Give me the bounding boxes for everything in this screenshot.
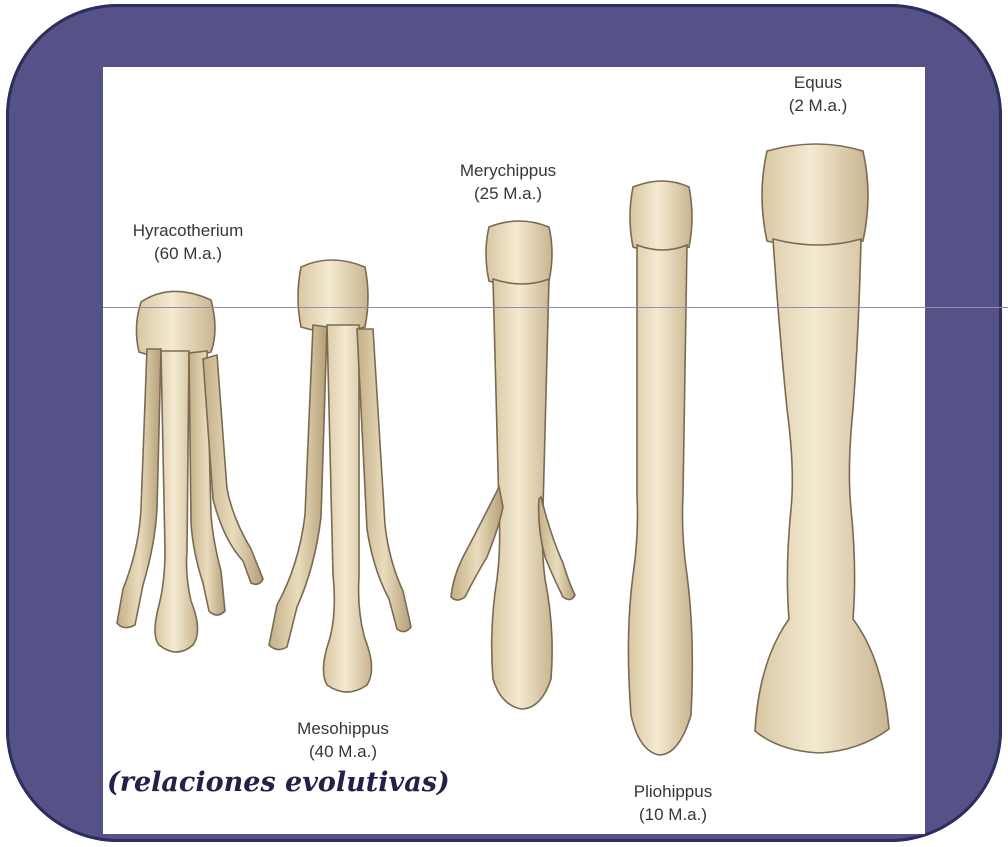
figure-panel: Hyracotherium (60 M.a.) Mesohippus (40 M…: [103, 67, 925, 834]
specimen-name: Merychippus: [428, 159, 588, 182]
specimen-name: Equus: [753, 71, 883, 94]
specimen-age: (10 M.a.): [598, 803, 748, 826]
hyracotherium-label: Hyracotherium (60 M.a.): [103, 219, 283, 265]
toe-4: [357, 329, 411, 632]
guide-line: [103, 307, 1008, 308]
caption: (relaciones evolutivas): [107, 767, 450, 798]
pliohippus-label: Pliohippus (10 M.a.): [598, 780, 748, 826]
mesohippus-foot: [269, 260, 411, 692]
specimen-name: Hyracotherium: [103, 219, 283, 242]
carpal-block: [486, 221, 552, 286]
specimen-age: (60 M.a.): [103, 242, 283, 265]
equus-label: Equus (2 M.a.): [753, 71, 883, 117]
toe-2: [117, 349, 161, 628]
specimen-age: (2 M.a.): [753, 94, 883, 117]
specimen-name: Pliohippus: [598, 780, 748, 803]
specimen-age: (40 M.a.): [263, 740, 423, 763]
merychippus-foot: [451, 221, 575, 709]
specimen-age: (25 M.a.): [428, 182, 588, 205]
toe-3: [628, 245, 692, 755]
toe-2: [451, 487, 503, 600]
specimen-name: Mesohippus: [263, 717, 423, 740]
mesohippus-label: Mesohippus (40 M.a.): [263, 717, 423, 763]
carpal-block: [762, 144, 868, 247]
equus-foot: [755, 144, 889, 753]
merychippus-label: Merychippus (25 M.a.): [428, 159, 588, 205]
carpal-block: [298, 260, 368, 332]
carpal-block: [136, 291, 215, 358]
toe-2: [269, 325, 327, 650]
hyracotherium-foot: [117, 291, 263, 652]
pliohippus-foot: [628, 181, 692, 755]
carpal-block: [630, 181, 692, 252]
toe-3: [755, 239, 889, 753]
